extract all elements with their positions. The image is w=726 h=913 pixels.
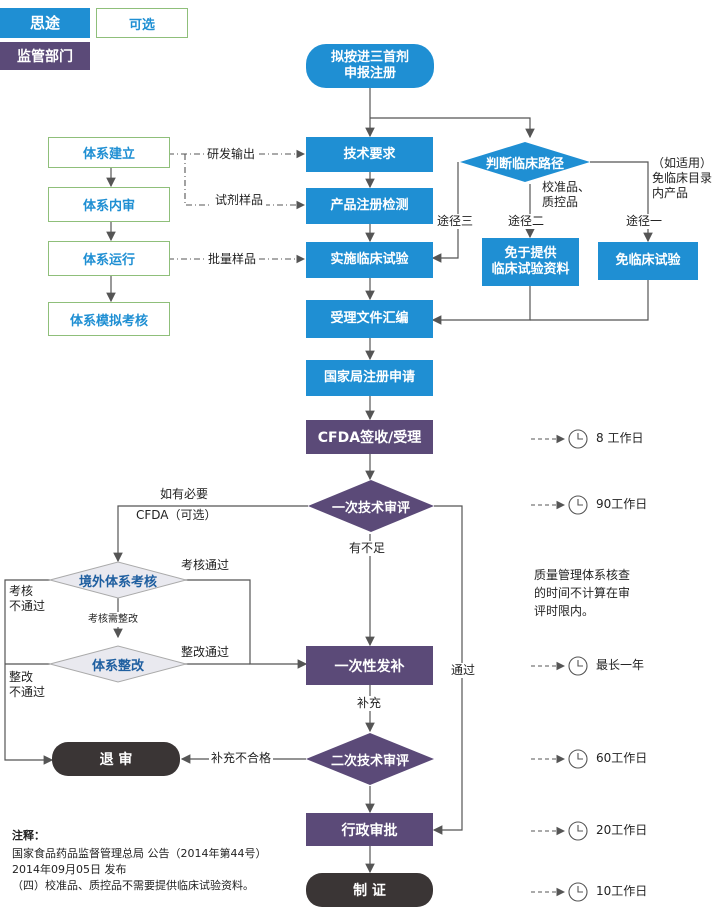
footnote-line3: （四）校准品、质控品不需要提供临床试验资料。 [12,879,254,892]
legend-optional: 可选 [96,8,188,38]
side-note: 质量管理体系核查 的时间不计算在审 评时限内。 [534,568,631,618]
timeline-supplement: 最长一年 [596,658,645,672]
node-compile: 受理文件汇编 [306,300,433,338]
node-sys-run: 体系运行 [48,241,170,276]
label-batch-sample: 批量样品 [205,252,260,267]
label-route3: 途径三 [437,214,474,229]
timeline-cert: 10工作日 [596,884,648,898]
footnote-title: 注释： [12,829,45,842]
node-rectify: 体系整改 [91,658,144,674]
label-calib: 校准品、 质控品 [542,180,591,209]
legend-path: 思途 [0,8,90,38]
node-sys-mock: 体系模拟考核 [48,302,170,336]
node-cert: 制 证 [306,873,433,907]
node-exempt-trial: 免临床试验 [598,242,698,280]
label-if-needed: 如有必要 [160,487,209,501]
node-review1: 一次技术审评 [331,500,410,516]
label-need-rectify: 考核需整改 [88,612,138,627]
timeline-admin: 20工作日 [596,823,648,837]
node-judge: 判断临床路径 [485,156,564,172]
node-sys-build: 体系建立 [48,137,170,168]
node-review2: 二次技术审评 [330,753,409,769]
label-route1: 途径一 [626,214,663,229]
legend-dept: 监管部门 [0,42,90,70]
timeline-review1: 90工作日 [596,497,648,511]
node-reg-test: 产品注册检测 [306,188,433,224]
label-supp-fail: 补充不合格 [209,751,274,766]
timeline-review2: 60工作日 [596,751,648,765]
node-apply: 国家局注册申请 [306,360,433,396]
node-reject: 退 审 [52,742,180,776]
label-if-apply: （如适用） 免临床目录 内产品 [652,156,713,201]
label-cfda-optional: CFDA（可选） [136,508,217,522]
label-pass: 通过 [451,663,476,678]
label-trial-sample: 试剂样品 [212,193,267,208]
node-start: 拟按进三首剂 申报注册 [306,44,434,88]
label-rectify-fail: 整改 不通过 [9,670,46,700]
label-insufficient: 有不足 [349,541,386,556]
node-admin: 行政审批 [306,813,433,846]
label-rectify-pass: 整改通过 [181,645,230,659]
node-overseas: 境外体系考核 [78,574,157,590]
label-check-fail: 考核 不通过 [9,584,46,614]
node-clinical: 实施临床试验 [306,242,433,278]
footnote-line1: 国家食品药品监督管理总局 公告（2014年第44号） [12,847,267,860]
node-tech-req: 技术要求 [306,137,433,172]
node-supplement: 一次性发补 [306,646,433,685]
node-exempt-data: 免于提供 临床试验资料 [482,238,579,286]
timeline-cfda: 8 工作日 [596,431,644,445]
label-check-pass: 考核通过 [181,558,230,572]
label-rd-output: 研发输出 [204,147,259,162]
label-route2: 途径二 [508,214,545,229]
label-supplement: 补充 [357,696,382,711]
node-sys-internal: 体系内审 [48,187,170,222]
footnote-line2: 2014年09月05日 发布 [12,863,127,876]
node-cfda: CFDA签收/受理 [306,420,433,454]
